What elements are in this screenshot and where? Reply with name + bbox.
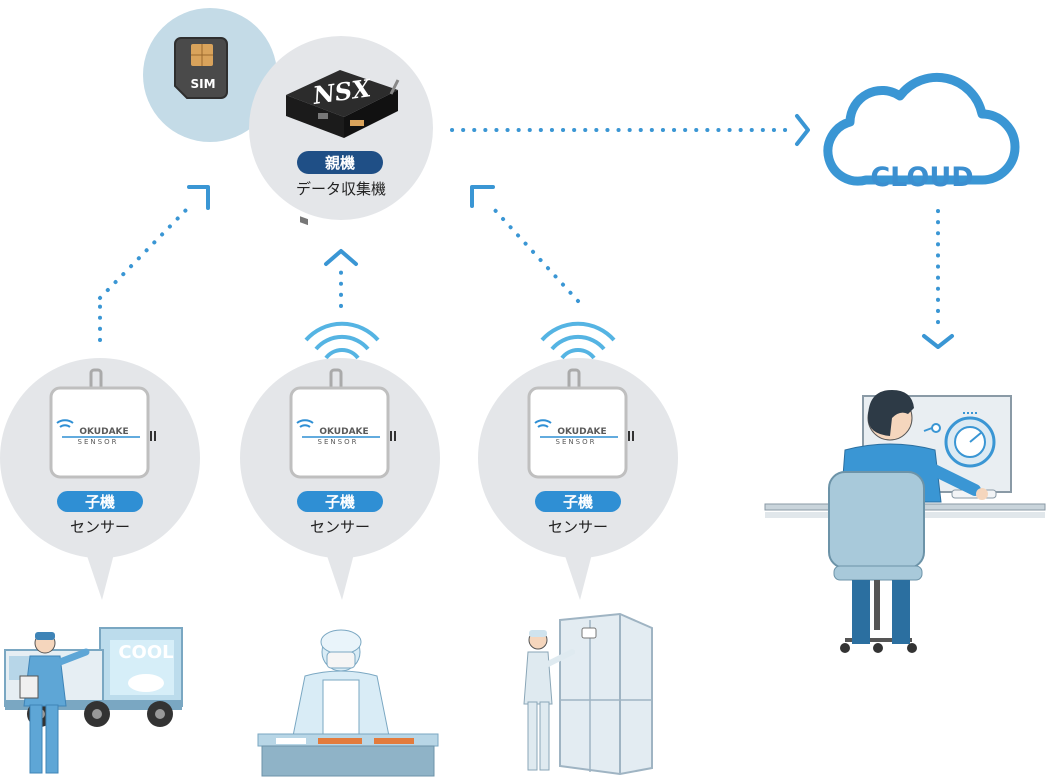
sensor-description: センサー	[548, 518, 608, 536]
sensor-brand-sub: SENSOR	[78, 438, 119, 446]
sensor-role-badge: 子機	[297, 491, 383, 512]
wifi-signal-icon	[540, 321, 616, 360]
sensor-device-icon: OKUDAKE SENSOR	[289, 368, 396, 479]
sensor-role-badge: 子機	[57, 491, 143, 512]
wifi-signal-icon	[304, 321, 380, 360]
gateway-role-badge: 親機	[297, 151, 383, 174]
sensor-device-icon: OKUDAKE SENSOR	[527, 368, 634, 479]
sensor-brand: OKUDAKE	[79, 427, 128, 437]
sensor-device-icon: OKUDAKE SENSOR	[49, 368, 156, 479]
sensor-badge-label: 子機	[325, 493, 355, 511]
food-factory-illustration	[257, 629, 439, 777]
gateway-badge-label: 親機	[325, 154, 355, 172]
arrow-sensor2-to-gateway	[324, 249, 358, 308]
arrow-gateway-to-cloud	[450, 114, 810, 146]
sensor-badge-label: 子機	[563, 493, 593, 511]
sensor-brand-sub: SENSOR	[318, 438, 359, 446]
cloud-label: CLOUD	[870, 162, 973, 193]
arrow-sensor3-to-gateway	[470, 185, 580, 303]
sim-label: SIM	[190, 77, 215, 91]
refrigerator-illustration	[523, 612, 653, 776]
arrow-cloud-to-operator	[922, 209, 954, 349]
sensor-brand-sub: SENSOR	[556, 438, 597, 446]
sensor-description: センサー	[70, 518, 130, 536]
delivery-truck-illustration: COOL	[4, 627, 183, 774]
sensor-brand: OKUDAKE	[319, 427, 368, 437]
gateway-device-icon: NSX	[286, 70, 400, 226]
truck-cool-label: COOL	[118, 642, 173, 663]
sim-card-icon: SIM	[174, 37, 228, 99]
sensor-description: センサー	[310, 518, 370, 536]
operator-monitoring-illustration	[764, 390, 1046, 653]
cloud-icon: CLOUD	[823, 72, 1020, 193]
sensor-brand: OKUDAKE	[557, 427, 606, 437]
sensor-badge-label: 子機	[85, 493, 115, 511]
arrow-sensor1-to-gateway	[98, 185, 210, 342]
sensor-role-badge: 子機	[535, 491, 621, 512]
gateway-description: データ収集機	[296, 180, 386, 198]
